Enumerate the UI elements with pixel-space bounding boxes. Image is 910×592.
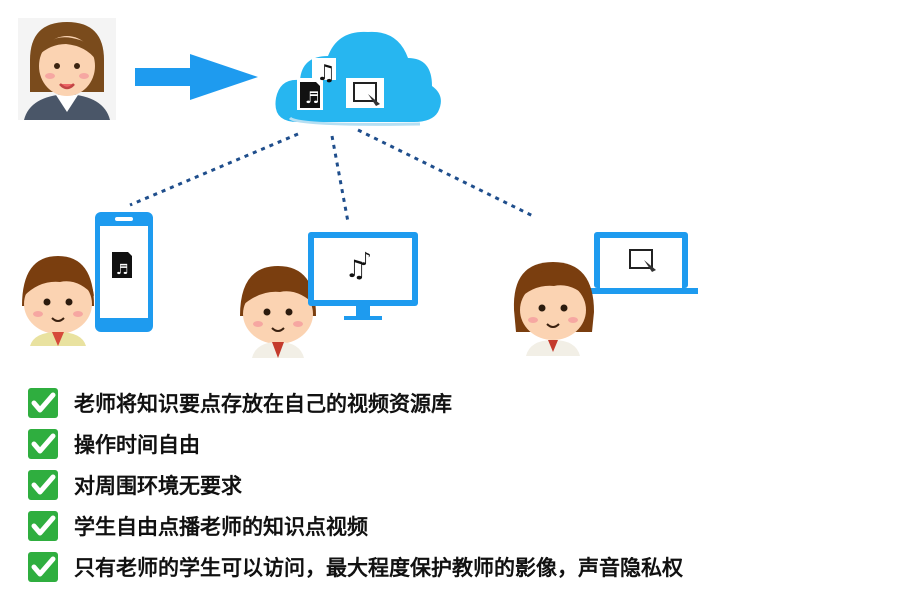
smartphone-icon: ♬ [95, 212, 153, 332]
svg-text:♬: ♬ [116, 262, 129, 278]
right-arrow-icon [135, 54, 258, 100]
student-avatar-icon [240, 266, 316, 358]
list-item-text: 对周围环境无要求 [74, 473, 242, 498]
monitor-icon: ♫ ♪ [308, 232, 418, 320]
checkmark-icon [28, 469, 58, 500]
list-item: 学生自由点播老师的知识点视频 [28, 505, 888, 546]
svg-text:♬: ♬ [305, 88, 319, 107]
list-item-text: 学生自由点播老师的知识点视频 [74, 514, 368, 539]
list-item: 对周围环境无要求 [28, 464, 888, 505]
list-item: 老师将知识要点存放在自己的视频资源库 [28, 382, 888, 423]
list-item-text: 只有老师的学生可以访问，最大程度保护教师的影像，声音隐私权 [74, 555, 683, 580]
svg-text:♫: ♫ [345, 255, 367, 283]
cloud-icon: ♬ ♫ [275, 31, 441, 126]
dotted-connector-lines [129, 128, 536, 223]
svg-text:♪: ♪ [360, 249, 372, 270]
feature-list: 老师将知识要点存放在自己的视频资源库 操作时间自由 对周围环境无要求 学生自由点… [28, 382, 888, 587]
student-avatar-icon [513, 262, 594, 356]
checkmark-icon [28, 510, 58, 541]
laptop-icon [578, 232, 698, 294]
checkmark-icon [28, 387, 58, 418]
student-avatar-icon [22, 256, 94, 346]
teacher-avatar-icon [18, 18, 116, 120]
video-file-icon [346, 78, 384, 108]
list-item: 操作时间自由 [28, 423, 888, 464]
list-item-text: 老师将知识要点存放在自己的视频资源库 [74, 391, 452, 416]
checkmark-icon [28, 551, 58, 582]
list-item-text: 操作时间自由 [74, 432, 200, 457]
checkmark-icon [28, 428, 58, 459]
svg-text:♫: ♫ [316, 61, 336, 86]
music-file-icon: ♬ ♫ [297, 58, 336, 110]
list-item: 只有老师的学生可以访问，最大程度保护教师的影像，声音隐私权 [28, 546, 888, 587]
